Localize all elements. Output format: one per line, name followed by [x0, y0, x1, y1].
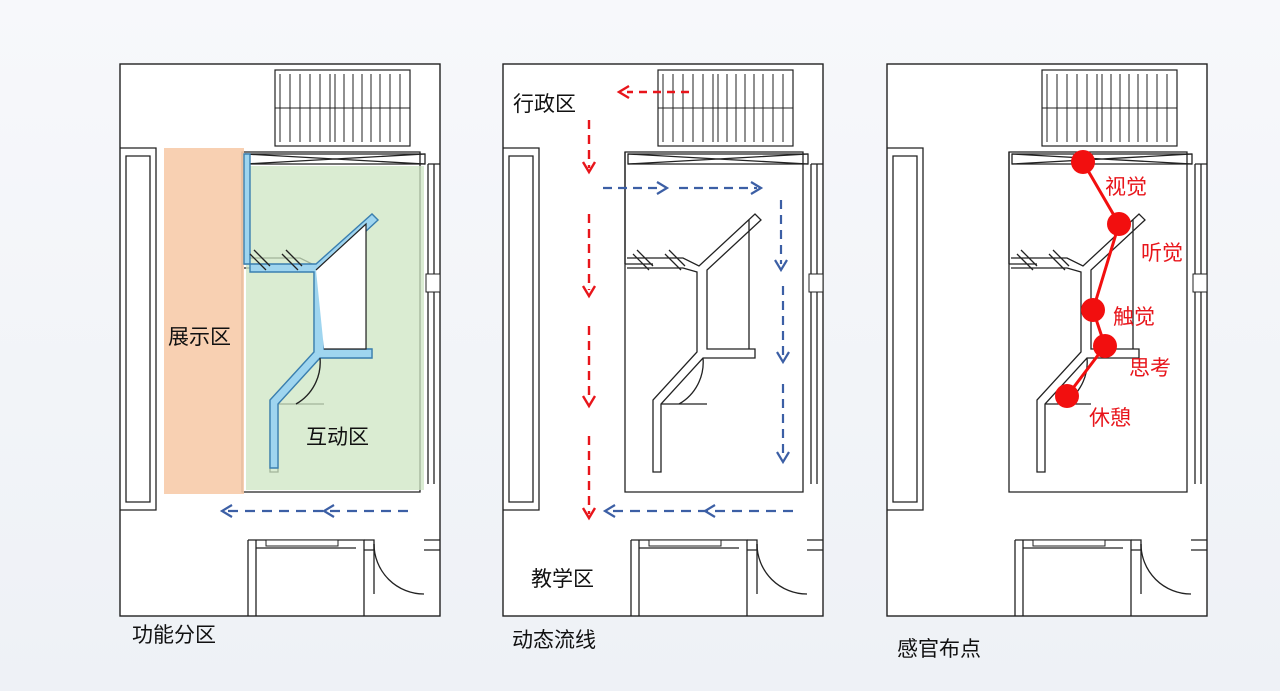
flow-arrow-blue — [219, 504, 408, 518]
interact-zone-label: 互动区 — [306, 425, 369, 449]
admin-zone-label: 行政区 — [513, 92, 576, 116]
panel-function-zones: 展示区 互动区 — [119, 63, 441, 617]
flow-blue — [602, 181, 793, 518]
label-touch: 触觉 — [1113, 305, 1155, 329]
label-rest: 休憩 — [1089, 406, 1131, 430]
caption-function: 功能分区 — [132, 623, 216, 647]
label-vision: 视觉 — [1105, 175, 1147, 199]
label-hearing: 听觉 — [1141, 241, 1183, 265]
point-vision — [1071, 150, 1095, 174]
caption-senses: 感官布点 — [897, 637, 981, 661]
point-rest — [1055, 384, 1079, 408]
flow-red — [581, 84, 689, 521]
point-think — [1093, 334, 1117, 358]
panel-dynamic-flow: 行政区 教学区 — [502, 63, 824, 617]
teach-zone-label: 教学区 — [531, 567, 594, 591]
point-hearing — [1107, 212, 1131, 236]
exhibit-zone-label: 展示区 — [168, 325, 231, 349]
caption-flow: 动态流线 — [512, 628, 596, 652]
panel-sensory-points: 视觉 听觉 触觉 思考 休憩 — [886, 63, 1208, 617]
point-touch — [1081, 298, 1105, 322]
label-think: 思考 — [1129, 356, 1171, 380]
